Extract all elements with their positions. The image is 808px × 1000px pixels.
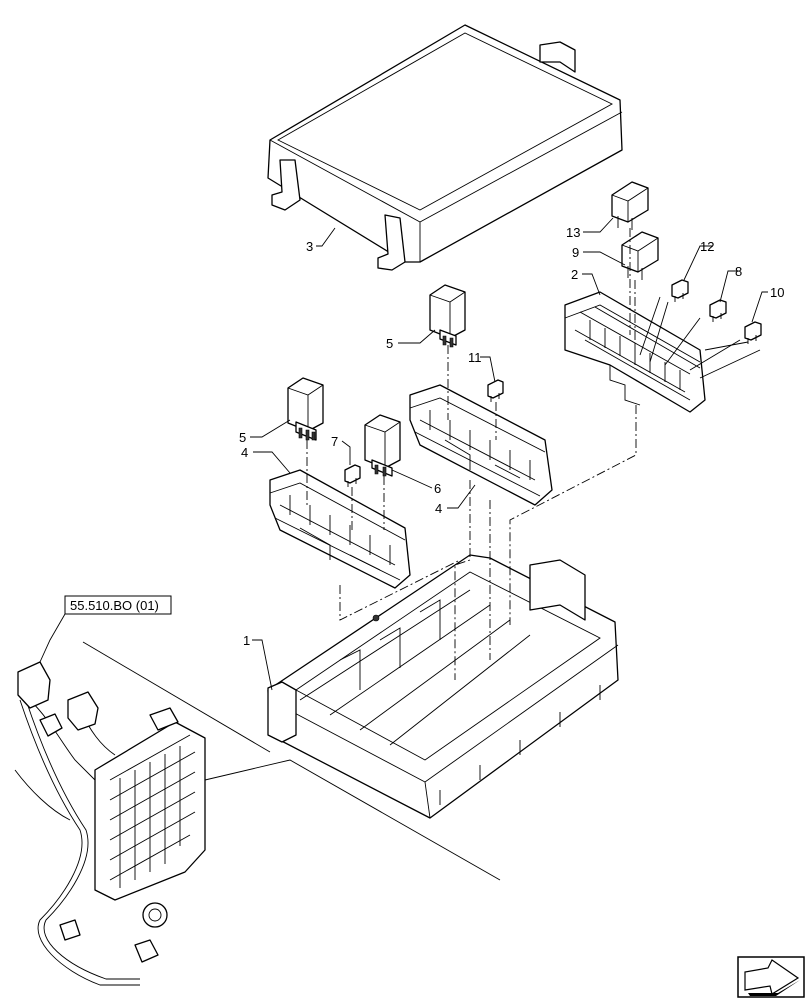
- reference-link-text[interactable]: 55.510.BO (01): [70, 598, 159, 613]
- inset-pointer-lower: [204, 759, 501, 881]
- maxi-fuse-9: [621, 231, 659, 280]
- callout-4-right: 4: [435, 501, 442, 516]
- callout-9: 9: [572, 245, 579, 260]
- alignment-lines: [306, 228, 637, 680]
- relay-holder-right: [409, 384, 553, 506]
- fuse-box-base: [267, 554, 619, 819]
- mini-fuse-11: [487, 379, 504, 402]
- callout-13: 13: [566, 225, 580, 240]
- relay-holder-left: [269, 469, 411, 589]
- callout-12: 12: [700, 239, 714, 254]
- callout-5-top: 5: [386, 336, 393, 351]
- callout-10: 10: [770, 285, 784, 300]
- reference-leader: [39, 613, 66, 663]
- callout-2: 2: [571, 267, 578, 282]
- relay-left: [287, 377, 324, 441]
- callout-5-left: 5: [239, 430, 246, 445]
- relay-6: [364, 414, 401, 477]
- callout-4-left: 4: [241, 445, 248, 460]
- callout-3: 3: [306, 239, 313, 254]
- callout-6: 6: [434, 481, 441, 496]
- leader-lines: [250, 217, 768, 691]
- fuse-box-cover: [267, 24, 623, 271]
- next-page-arrow-icon[interactable]: [737, 956, 805, 998]
- callout-8: 8: [735, 264, 742, 279]
- inset-pointer-upper: [82, 641, 271, 753]
- callout-1: 1: [243, 633, 250, 648]
- mini-fuse-7: [344, 464, 361, 487]
- callout-7: 7: [331, 434, 338, 449]
- callout-11: 11: [468, 350, 482, 365]
- mini-fuse-10: [744, 321, 762, 344]
- fuse-holder-block-2: [564, 291, 706, 413]
- maxi-fuse-13: [611, 181, 649, 230]
- reference-link-box[interactable]: 55.510.BO (01): [64, 595, 172, 615]
- mini-fuse-12: [671, 279, 689, 302]
- mini-fuse-8: [709, 299, 727, 322]
- relay-top: [429, 284, 466, 348]
- wiring-harness-inset: [14, 661, 206, 986]
